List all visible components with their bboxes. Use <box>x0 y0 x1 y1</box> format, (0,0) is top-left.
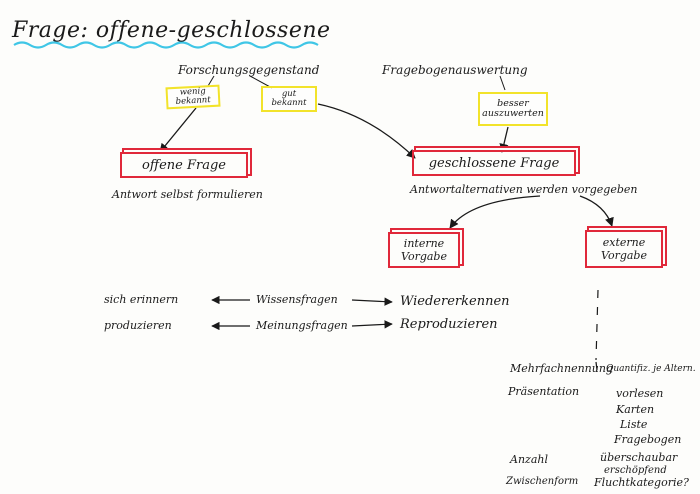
header-forschungsgegenstand: Forschungsgegenstand <box>178 63 320 77</box>
box-besser-line2: auszuwerten <box>482 108 544 119</box>
arrow-row2-right <box>351 320 393 329</box>
box-besser-auszuwerten: besser auszuwerten <box>478 92 548 126</box>
externe-line2: Vorgabe <box>601 249 647 262</box>
box-gut-line1: gut <box>281 89 297 100</box>
externe-vorgabe-text: externe Vorgabe <box>601 237 647 261</box>
box-besser-text: besser auszuwerten <box>482 99 544 119</box>
box-besser-line1: besser <box>497 98 529 110</box>
interne-line2: Vorgabe <box>401 250 447 263</box>
row2-right: Reproduzieren <box>400 317 498 332</box>
box-wenig-bekannt-text: wenig bekannt <box>175 86 211 107</box>
interne-vorgabe-text: interne Vorgabe <box>401 238 447 262</box>
box-gut-bekannt: gut bekannt <box>261 86 317 112</box>
praesentation-item-1: Karten <box>616 403 655 416</box>
row1-left: sich erinnern <box>104 293 179 306</box>
offene-frage-caption: Antwort selbst formulieren <box>112 188 263 201</box>
page-title: Frage: offene-geschlossene <box>12 18 331 43</box>
arrow-wenig-to-offene <box>159 107 197 153</box>
arrow-to-externe <box>579 195 614 227</box>
arrow-besser-to-geschlossene <box>499 126 509 153</box>
arrow-row1-right <box>351 297 393 306</box>
header-fragebogenauswertung: Fragebogenauswertung <box>382 63 528 77</box>
offene-frage-label: offene Frage <box>142 157 226 173</box>
arrow-to-interne <box>449 195 541 229</box>
anzahl-item-1: erschöpfend <box>604 465 667 476</box>
anzahl-item-0: überschaubar <box>600 451 678 464</box>
box-wenig-line2: bekannt <box>175 95 211 107</box>
row1-right: Wiedererkennen <box>400 294 510 309</box>
geschlossene-frage-caption: Antwortalternativen werden vorgegeben <box>410 183 638 196</box>
anzahl-label: Anzahl <box>510 453 548 466</box>
connector-externe-details <box>595 289 599 361</box>
praesentation-item-0: vorlesen <box>616 387 664 400</box>
praesentation-item-2: Liste <box>620 418 648 431</box>
praesentation-label: Präsentation <box>508 385 580 398</box>
row2-left: produzieren <box>104 319 172 332</box>
box-gut-bekannt-text: gut bekannt <box>271 90 306 108</box>
praesentation-item-3: Fragebogen <box>614 433 682 446</box>
box-gut-line2: bekannt <box>271 98 307 108</box>
box-wenig-bekannt: wenig bekannt <box>165 84 221 110</box>
connector-details-tail <box>595 361 598 371</box>
interne-line1: interne <box>403 237 445 250</box>
box-geschlossene-frage: geschlossene Frage <box>412 150 576 176</box>
zwischenform-label: Zwischenform <box>506 476 579 487</box>
tick-header-wenig <box>207 75 215 87</box>
externe-line1: externe <box>602 236 646 249</box>
row1-middle: Wissensfragen <box>256 293 338 306</box>
zwischenform-value: Fluchtkategorie? <box>594 476 689 489</box>
arrow-gut-to-geschlossene <box>317 103 416 159</box>
messung-label: Mehrfachnennung <box>510 362 613 375</box>
box-externe-vorgabe: externe Vorgabe <box>585 230 663 268</box>
row2-middle: Meinungsfragen <box>256 319 348 332</box>
tick-header-besser <box>499 75 506 91</box>
box-interne-vorgabe: interne Vorgabe <box>388 232 460 268</box>
geschlossene-frage-label: geschlossene Frage <box>428 155 560 171</box>
messung-value: Quantifiz. je Altern. <box>606 364 696 374</box>
box-offene-frage: offene Frage <box>120 152 248 178</box>
title-underline <box>13 41 319 49</box>
